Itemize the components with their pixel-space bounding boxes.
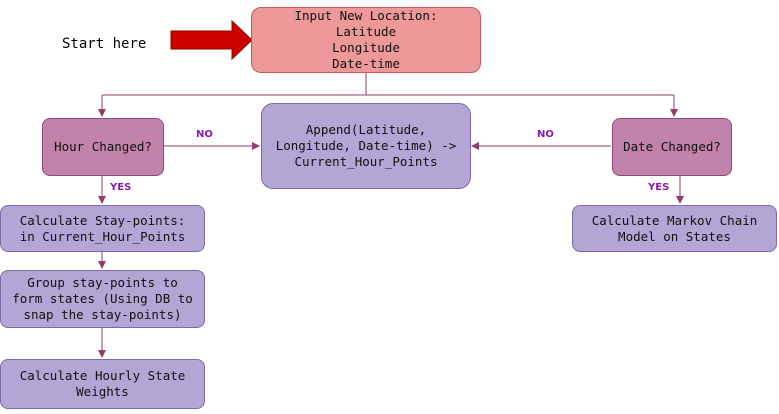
date-changed-node: Date Changed? bbox=[612, 118, 732, 176]
start-here-label: Start here bbox=[62, 36, 147, 52]
markov-chain-node: Calculate Markov Chain Model on States bbox=[572, 205, 777, 252]
start-arrow-icon bbox=[170, 19, 253, 61]
date-no-label: NO bbox=[537, 129, 554, 140]
append-node: Append(Latitude, Longitude, Date-time) -… bbox=[261, 103, 471, 189]
hourly-state-weights-node: Calculate Hourly State Weights bbox=[0, 359, 205, 409]
connector-input-split bbox=[98, 73, 678, 117]
hour-yes-label: YES bbox=[110, 182, 132, 193]
date-yes-label: YES bbox=[648, 182, 670, 193]
hour-changed-node: Hour Changed? bbox=[42, 118, 164, 176]
hour-no-label: NO bbox=[196, 129, 213, 140]
input-new-location-node: Input New Location: Latitude Longitude D… bbox=[251, 7, 481, 73]
calculate-stay-points-node: Calculate Stay-points: in Current_Hour_P… bbox=[0, 205, 205, 252]
group-stay-points-node: Group stay-points to form states (Using … bbox=[0, 270, 205, 328]
